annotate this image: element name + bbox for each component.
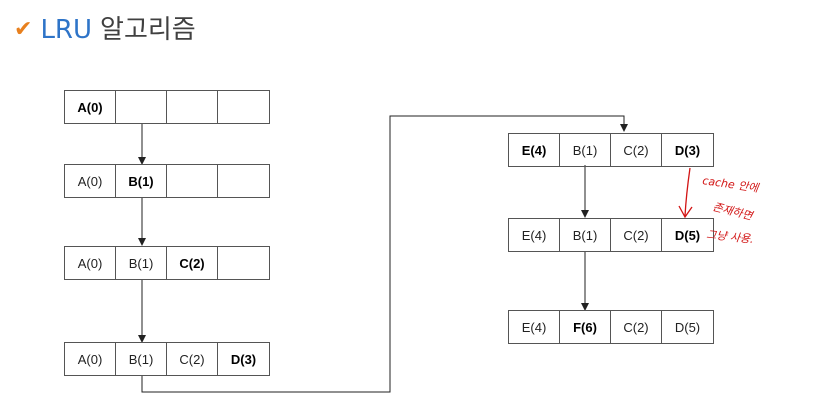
- handwritten-note: cache 안에 존재하면 그냥 사용.: [702, 174, 761, 246]
- cache-cell: C(2): [611, 134, 662, 166]
- note-line: 존재하면: [711, 200, 755, 223]
- cache-cell: A(0): [65, 247, 116, 279]
- cache-cell: E(4): [509, 219, 560, 251]
- title-prefix: LRU: [40, 15, 93, 45]
- note-arrowhead: [678, 205, 693, 219]
- cache-cell: [218, 247, 269, 279]
- cache-cell: C(2): [611, 219, 662, 251]
- cache-cell: D(3): [674, 142, 701, 158]
- cache-cell: E(4): [509, 134, 560, 166]
- cache-cell: A(0): [65, 343, 116, 375]
- cache-cell: A(0): [65, 165, 116, 197]
- cache-cell: D(5): [674, 319, 701, 335]
- cache-cell: [116, 91, 167, 123]
- cache-cell: C(2): [167, 247, 218, 279]
- cache-state-4: A(0) B(1) C(2) D(3): [64, 342, 270, 376]
- cache-cell: [218, 91, 269, 123]
- title-text: 알고리즘: [100, 15, 196, 45]
- cache-state-5: E(4) B(1) C(2) D(3): [508, 133, 714, 167]
- cache-cell: D(5): [674, 227, 701, 243]
- cache-state-3: A(0) B(1) C(2): [64, 246, 270, 280]
- cache-cell: C(2): [167, 343, 218, 375]
- cache-cell: A(0): [65, 91, 116, 123]
- cache-cell: B(1): [560, 134, 611, 166]
- note-line: 그냥 사용.: [706, 228, 755, 246]
- cache-cell: B(1): [560, 219, 611, 251]
- cache-cell: D(3): [230, 351, 257, 367]
- page-title: ✔ LRU 알고리즘: [14, 10, 196, 50]
- note-arrow: [684, 167, 691, 217]
- cache-cell: [218, 165, 269, 197]
- cache-cell: [167, 91, 218, 123]
- arrow-cross: [141, 115, 628, 393]
- cache-state-7: E(4) F(6) C(2) D(5): [508, 310, 714, 344]
- cache-cell: E(4): [509, 311, 560, 343]
- cache-cell: B(1): [116, 247, 167, 279]
- cache-state-6: E(4) B(1) C(2) D(5): [508, 218, 714, 252]
- cache-state-2: A(0) B(1): [64, 164, 270, 198]
- cache-state-1: A(0): [64, 90, 270, 124]
- cache-cell: F(6): [560, 311, 611, 343]
- cache-cell: C(2): [611, 311, 662, 343]
- checkmark-icon: ✔: [14, 17, 33, 42]
- note-line: cache 안에: [702, 174, 761, 195]
- cache-cell: [167, 165, 218, 197]
- cache-cell: B(1): [116, 343, 167, 375]
- cache-cell: B(1): [116, 165, 167, 197]
